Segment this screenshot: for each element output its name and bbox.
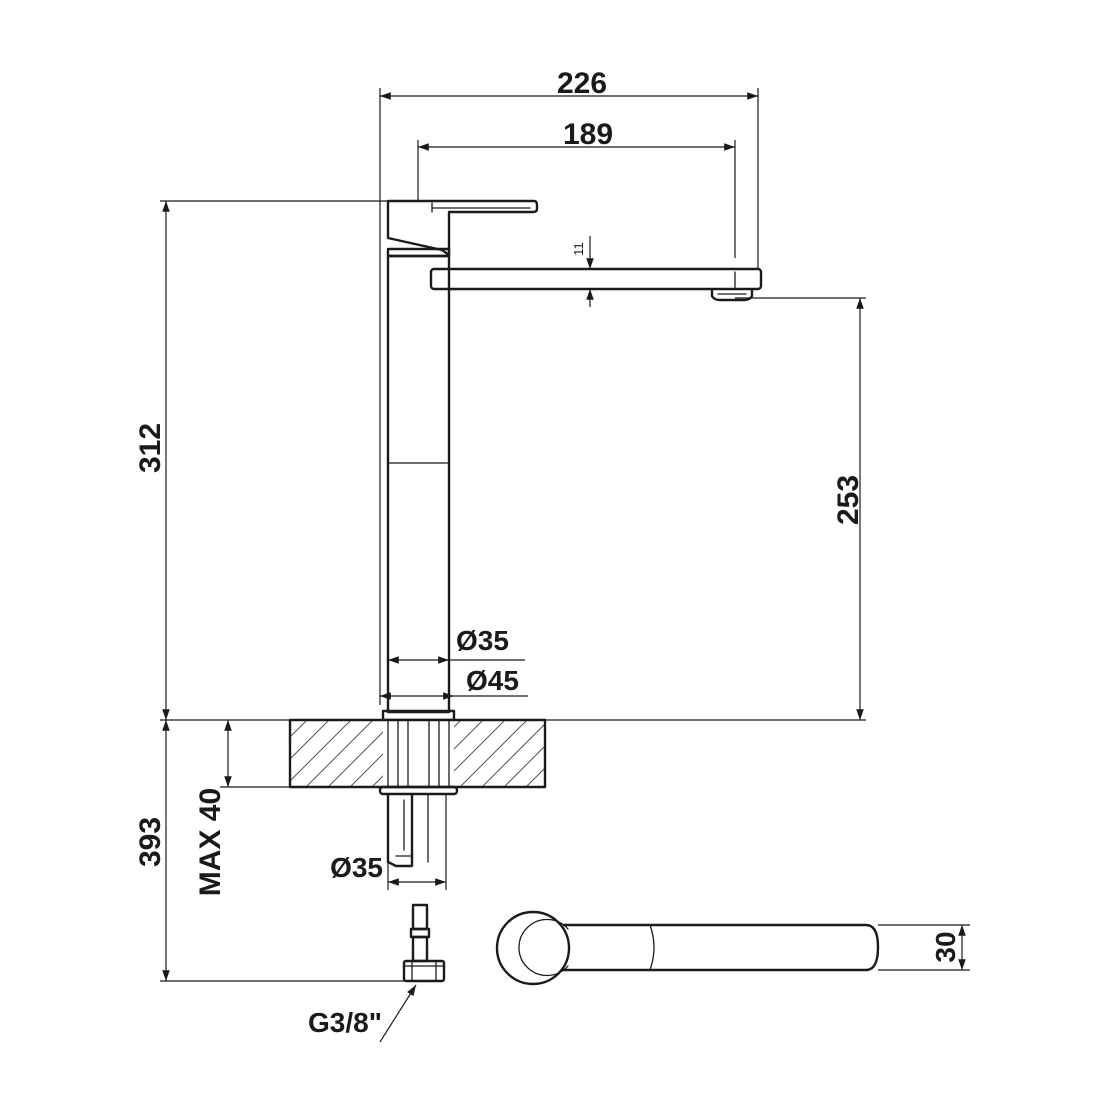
- dimension-labels: 226 189 11 312 253 Ø35 Ø45 393 MAX 40 Ø3…: [134, 67, 961, 1038]
- label-spout-thickness: 11: [571, 242, 586, 256]
- countertop-section: [288, 718, 547, 868]
- lever-handle: [386, 199, 539, 257]
- extension-lines: [160, 88, 970, 982]
- spout: [429, 267, 763, 302]
- label-shank-diameter: Ø35: [330, 852, 383, 883]
- label-under-counter-length: 393: [134, 817, 167, 867]
- label-hose-thread: G3/8": [308, 1007, 382, 1038]
- dimension-lines: [162, 92, 966, 1043]
- hose-connector: [402, 903, 446, 983]
- fixing-nut: [378, 785, 459, 796]
- body-tube: [386, 254, 451, 714]
- lower-shank: [386, 794, 414, 868]
- label-spout-width: 30: [930, 931, 961, 962]
- faucet-body: [381, 199, 539, 722]
- label-body-diameter: Ø35: [456, 625, 509, 656]
- label-max-counter-thickness: MAX 40: [194, 788, 227, 896]
- label-total-height: 312: [134, 423, 167, 473]
- top-view: [495, 910, 880, 986]
- spout-arm: [429, 267, 763, 291]
- label-overall-width: 226: [557, 67, 607, 100]
- label-base-diameter: Ø45: [466, 665, 519, 696]
- label-spout-reach: 189: [563, 118, 613, 151]
- label-spout-height: 253: [832, 475, 865, 525]
